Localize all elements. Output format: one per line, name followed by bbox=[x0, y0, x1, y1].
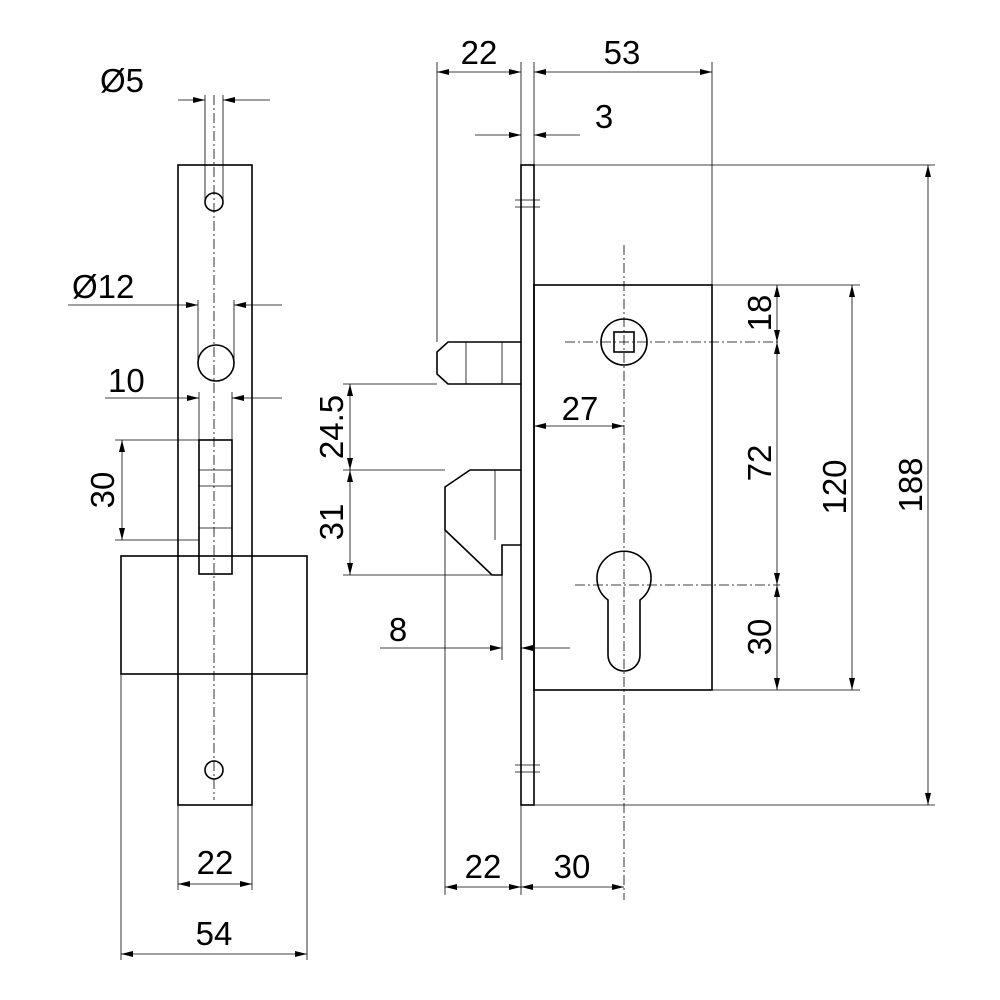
dim-cylinder-backset: 30 bbox=[554, 848, 591, 885]
dim-faceplate-offset: 22 bbox=[461, 34, 498, 71]
side-view: 22 53 3 24.5 31 27 8 bbox=[313, 34, 935, 900]
dim-slot-width: 10 bbox=[108, 362, 145, 399]
cylinder-keyhole bbox=[596, 550, 652, 672]
dim-spindle-offset: 18 bbox=[741, 295, 778, 332]
latch-bolt bbox=[436, 341, 521, 385]
dim-spindle-to-cylinder: 72 bbox=[741, 445, 778, 482]
dim-latch-height: 24.5 bbox=[313, 395, 350, 459]
dim-case-height: 120 bbox=[816, 459, 853, 514]
lock-case bbox=[533, 284, 713, 691]
dim-faceplate-width: 22 bbox=[197, 844, 234, 881]
latch-slot bbox=[198, 439, 233, 575]
dim-slot-height: 30 bbox=[84, 472, 121, 509]
front-view: Ø5 Ø12 10 30 22 54 bbox=[68, 62, 308, 960]
dim-hook-height: 31 bbox=[313, 504, 350, 541]
cylinder-hole bbox=[197, 344, 235, 382]
dim-cylinder-drop: 30 bbox=[741, 619, 778, 656]
dim-faceplate-height: 188 bbox=[892, 457, 929, 512]
hook-bolt bbox=[444, 469, 521, 576]
dim-faceplate-thickness: 3 bbox=[595, 98, 613, 135]
dim-body-width: 54 bbox=[196, 915, 233, 952]
dim-backset: 27 bbox=[562, 390, 599, 427]
faceplate-side bbox=[520, 164, 535, 806]
dim-hook-projection: 8 bbox=[389, 611, 407, 648]
dim-bottom-offset: 22 bbox=[465, 848, 502, 885]
dim-cylinder-hole-diameter: Ø12 bbox=[72, 268, 134, 305]
dim-case-depth: 53 bbox=[604, 34, 641, 71]
faceplate-front bbox=[177, 164, 253, 806]
dim-hole-diameter: Ø5 bbox=[100, 62, 144, 99]
